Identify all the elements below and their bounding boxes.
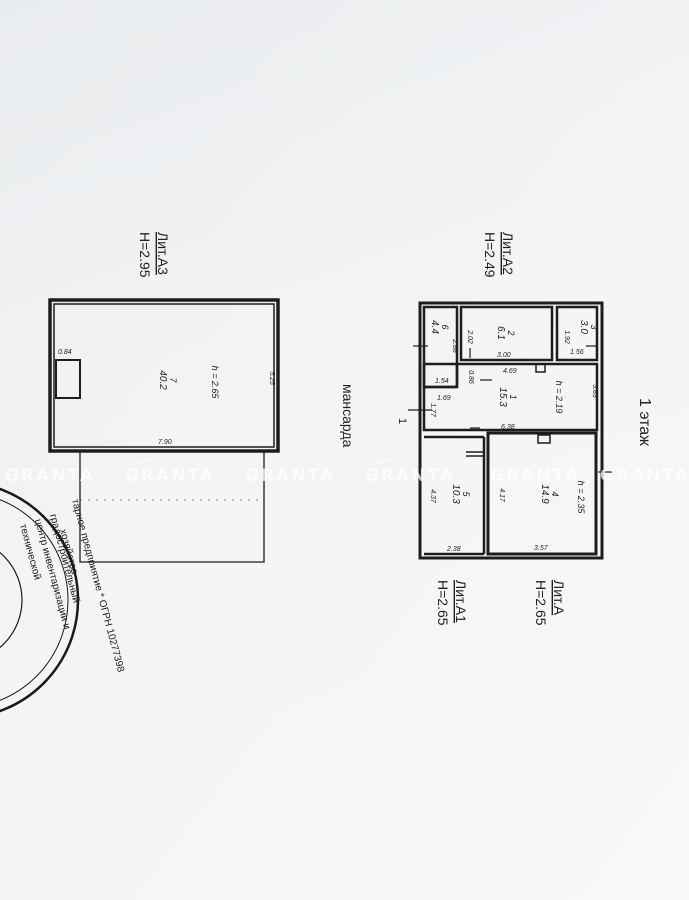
room-area-3: 3.0 [578,320,589,334]
watermark-brand-1: GRANTA [5,466,95,486]
room-area-4: 14.9 [539,484,550,504]
room-height-4: h = 2.35 [576,481,586,515]
block-height-a3: Н=2.95 [137,232,153,278]
room-height-7: h = 2.65 [210,366,220,400]
dim-4-17: 4.17 [498,488,505,503]
first-floor-plan [408,301,612,560]
block-label-a: Лит.А [551,580,567,616]
room-height-1: h = 2.19 [554,381,564,414]
block-height-a1: Н=2.65 [435,580,451,626]
room-area-7: 40.2 [157,370,168,390]
dim-0-86: 0.86 [467,370,474,384]
dim-3-83: 3.83 [591,384,598,398]
dim-2-88: 2.88 [451,338,458,353]
mansard-title: мансарда [340,384,356,448]
dim-3-00: 3.00 [497,352,511,359]
mansard-labels: Лит.А3 Н=2.95 мансарда 7 40.2 h = 2.65 0… [58,232,356,448]
dim-4-69: 4.69 [503,368,517,375]
room-1-wall [422,362,599,432]
watermark-brand-6: GRANTA [600,466,689,486]
room-number-5: 5 [461,491,471,497]
block-label-a1: Лит.А1 [453,580,469,623]
room-number-7: 7 [168,377,178,383]
room-area-1: 15.3 [497,387,508,407]
mansard-stair [55,359,81,399]
block-height-a2: Н=2.49 [482,232,498,278]
room-number-1: 1 [508,394,518,399]
mansard-plan [48,298,280,563]
room-3-wall [555,305,599,362]
floor-title: 1 этаж [636,398,653,446]
room-number-2: 2 [506,329,516,335]
block-label-a2: Лит.А2 [500,232,516,275]
mansard-outer-wall [48,298,280,453]
section-mark: 1 [396,418,408,424]
watermark: GRANTA GRANTA GRANTA GRANTA GRANTA GRANT… [5,459,689,486]
room-number-3: 3 [589,324,599,329]
block-label-a3: Лит.А3 [155,232,171,275]
step-box [535,363,546,373]
dim-1-69: 1.69 [437,395,451,402]
room-area-6: 4.4 [429,320,440,334]
first-floor-labels: 1 этаж 1 Лит.А2 Н=2.49 Лит.А Н=2.65 Лит.… [396,232,653,626]
dim-1-54: 1.54 [435,378,449,385]
dim-7-90: 7.90 [158,439,172,446]
dim-2-38: 2.38 [446,546,461,553]
dim-6-38: 6.38 [501,424,515,431]
watermark-tagline-2: НЕДВИЖИМОСТЬ [370,459,416,465]
watermark-tagline-3: НЕДВИЖИМОСТЬ [610,459,656,465]
dim-1-56: 1.56 [570,349,584,356]
block-height-a: Н=2.65 [533,580,549,626]
room-2-wall [459,305,554,362]
dim-4-37: 4.37 [429,489,436,504]
room-area-5: 10.3 [450,484,461,504]
dim-2-02: 2.02 [466,329,473,344]
room-area-2: 6.1 [495,326,506,340]
dim-5-25: 5.25 [268,371,275,385]
outer-wall [418,301,604,560]
dim-3-57: 3.57 [534,545,549,552]
dim-1-77: 1.77 [429,403,436,418]
watermark-tagline-1: НЕДВИЖИМОСТЬ [130,459,176,465]
watermark-brand-4: GRANTA [365,466,455,486]
room-number-6: 6 [440,324,450,329]
watermark-brand-5: GRANTA [490,466,580,486]
dim-1-92: 1.92 [563,330,570,344]
dim-0-84: 0.84 [58,349,72,356]
watermark-brand-2: GRANTA [125,466,215,486]
lit-a-frame [486,431,598,556]
room-number-4: 4 [550,491,560,496]
watermark-brand-3: GRANTA [245,466,335,486]
